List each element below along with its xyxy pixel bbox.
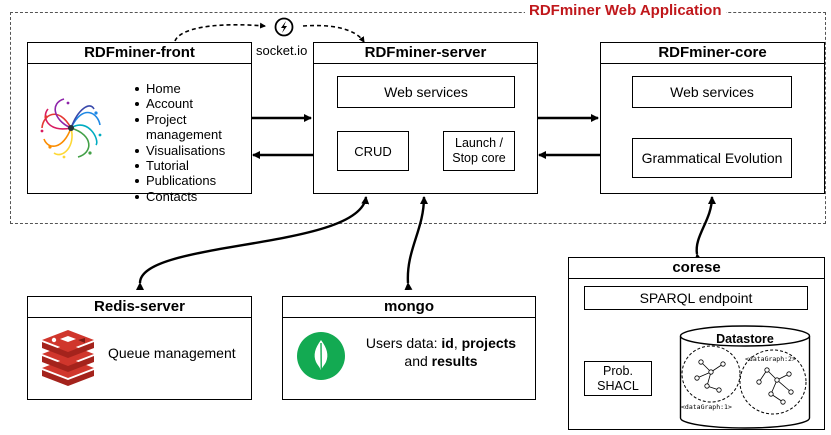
mongo-title: mongo bbox=[283, 297, 535, 318]
core-grammatical-evolution: Grammatical Evolution bbox=[632, 138, 792, 178]
datastore-cylinder bbox=[679, 324, 811, 430]
server-web-services: Web services bbox=[337, 76, 515, 108]
corese-prob-shacl: Prob. SHACL bbox=[584, 361, 652, 396]
mongo-text-sep: , bbox=[453, 335, 462, 351]
datagraph-1-label: <dataGraph:1> bbox=[681, 403, 732, 411]
mongo-text-id: id bbox=[441, 335, 454, 351]
prob-label: Prob. bbox=[603, 363, 633, 378]
rdfminer-server-title: RDFminer-server bbox=[314, 43, 537, 64]
rdfminer-front-box: RDFminer-front bbox=[27, 42, 252, 204]
application-title: RDFminer Web Application bbox=[525, 2, 726, 20]
mongo-text-users-data: Users data: bbox=[365, 335, 442, 351]
redis-queue-label: Queue management bbox=[108, 345, 236, 361]
stop-label: Stop core bbox=[452, 151, 506, 165]
rdfminer-logo bbox=[38, 95, 104, 161]
shacl-label: SHACL bbox=[597, 378, 639, 393]
menu-item-home: Home bbox=[135, 81, 251, 96]
menu-item-contacts: Contacts bbox=[135, 189, 251, 204]
front-menu: Home Account Project management Visualis… bbox=[134, 81, 251, 204]
mongo-text-and: and bbox=[404, 353, 432, 369]
socket-io-label: socket.io bbox=[256, 43, 308, 58]
menu-item-tutorial: Tutorial bbox=[135, 158, 251, 173]
server-launch-stop: Launch / Stop core bbox=[443, 131, 515, 171]
server-crud: CRUD bbox=[337, 131, 409, 171]
corese-sparql-endpoint: SPARQL endpoint bbox=[584, 286, 808, 310]
launch-label: Launch / bbox=[455, 136, 503, 150]
datastore-label: Datastore bbox=[716, 332, 774, 346]
core-web-services: Web services bbox=[632, 76, 792, 108]
menu-item-publications: Publications bbox=[135, 173, 251, 188]
rdfminer-core-title: RDFminer-core bbox=[601, 43, 824, 64]
redis-server-box: Redis-server Queue management bbox=[27, 296, 252, 400]
rdfminer-server-box: RDFminer-server Web services CRUD Launch… bbox=[313, 42, 538, 194]
menu-item-account: Account bbox=[135, 96, 251, 111]
arrow-server-mongo bbox=[404, 196, 428, 291]
mongo-text-projects: projects bbox=[461, 335, 517, 351]
mongo-text-results: results bbox=[431, 353, 478, 369]
corese-box: corese SPARQL endpoint Prob. SHACL bbox=[568, 257, 825, 430]
redis-icon bbox=[40, 328, 96, 388]
mongo-line-1: Users data: id, projects bbox=[353, 334, 529, 352]
mongodb-icon bbox=[296, 331, 346, 381]
mongo-line-2: and results bbox=[353, 352, 529, 370]
rdfminer-front-title: RDFminer-front bbox=[28, 43, 251, 64]
corese-title: corese bbox=[569, 258, 824, 279]
mongo-box: mongo Users data: id, projects and resul… bbox=[282, 296, 536, 400]
socket-io-icon bbox=[274, 17, 294, 37]
menu-item-project-management: Project management bbox=[135, 112, 251, 143]
rdfminer-core-box: RDFminer-core Web services Grammatical E… bbox=[600, 42, 825, 194]
redis-server-title: Redis-server bbox=[28, 297, 251, 318]
menu-item-visualisations: Visualisations bbox=[135, 143, 251, 158]
socket-arc-left bbox=[174, 22, 266, 42]
mongo-description: Users data: id, projects and results bbox=[353, 334, 529, 370]
arrow-server-redis bbox=[135, 196, 370, 291]
arrow-core-corese bbox=[694, 196, 716, 262]
datagraph-2-label: <dataGraph:2> bbox=[745, 355, 796, 363]
socket-arc-right bbox=[302, 24, 365, 43]
